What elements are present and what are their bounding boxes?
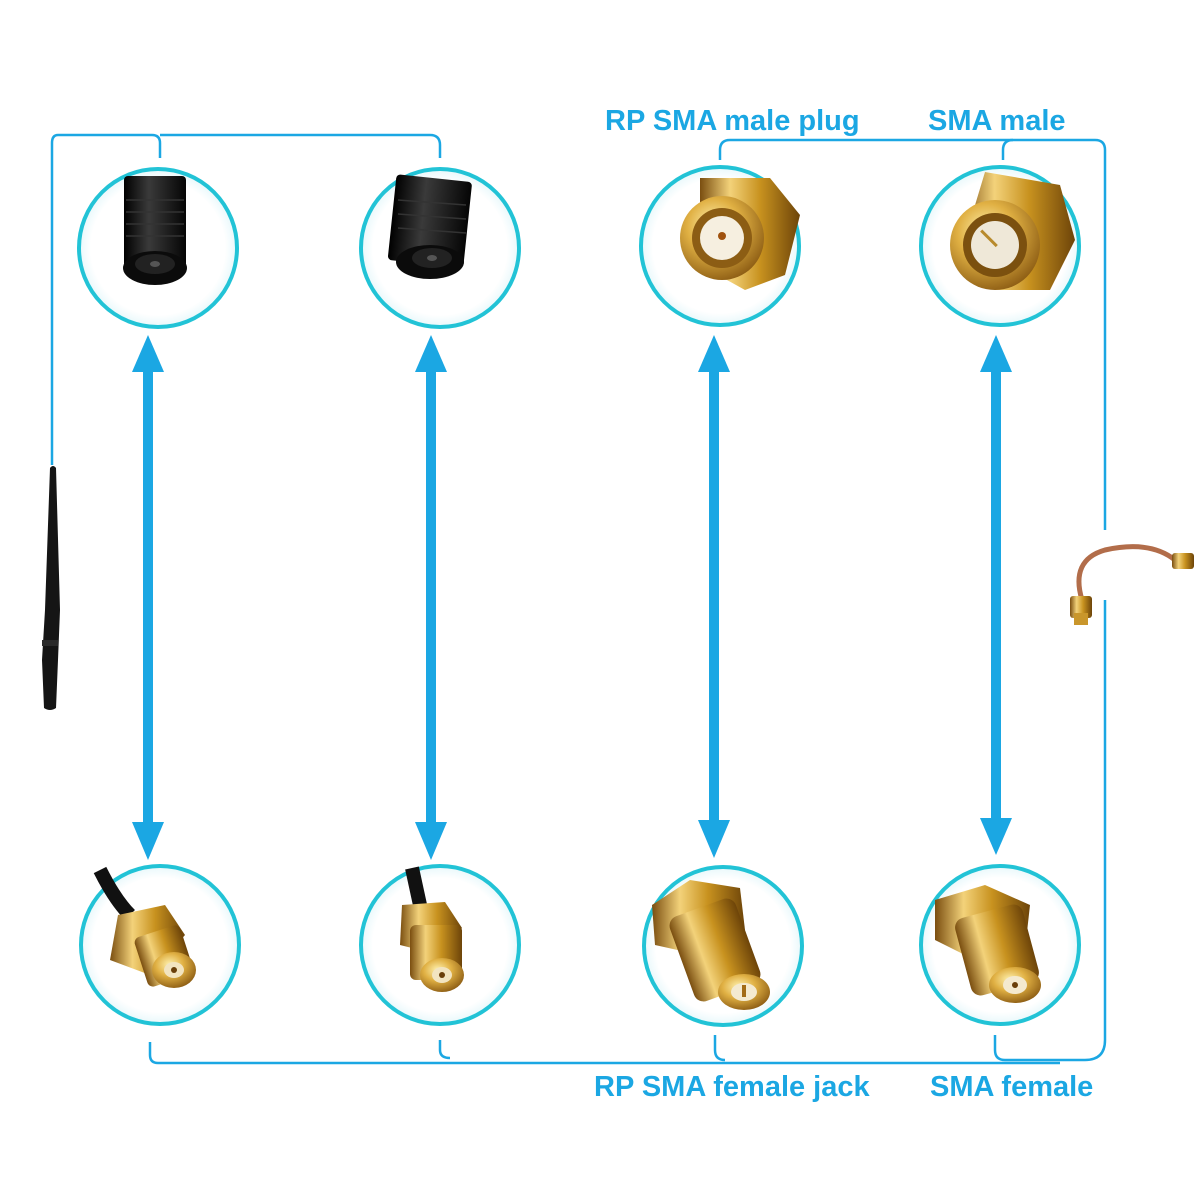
double-arrow-icon-2 bbox=[415, 335, 447, 860]
double-arrow-icon-1 bbox=[132, 335, 164, 860]
label-sma-male: SMA male bbox=[928, 105, 1066, 137]
top-left-bracket-line bbox=[50, 133, 162, 465]
sma-female-photo bbox=[919, 864, 1081, 1026]
double-arrow-icon-3 bbox=[698, 335, 730, 858]
rp-sma-female-jack-photo bbox=[642, 865, 804, 1027]
right-bracket-line bbox=[993, 600, 1107, 1062]
bottom-mid-tick-line bbox=[438, 1040, 451, 1060]
pigtail-cable-icon bbox=[1070, 544, 1194, 625]
rp-sma-female-photo-2 bbox=[359, 864, 521, 1026]
label-rp-sma-male-plug: RP SMA male plug bbox=[605, 105, 860, 137]
antenna-icon bbox=[42, 466, 60, 710]
label-rp-sma-female-jack: RP SMA female jack bbox=[594, 1071, 870, 1103]
double-arrow-icon-4 bbox=[980, 335, 1012, 855]
rp-female-tick-line bbox=[713, 1035, 726, 1062]
label-sma-female: SMA female bbox=[930, 1071, 1094, 1103]
top-right-bracket-line bbox=[718, 138, 1107, 530]
top-middle-bracket-line bbox=[160, 133, 442, 158]
antenna-connector-photo-1 bbox=[77, 167, 239, 329]
rp-sma-female-photo-1 bbox=[79, 864, 241, 1026]
rp-sma-male-plug-photo bbox=[639, 165, 801, 327]
sma-male-photo bbox=[919, 165, 1081, 327]
bracket-lines bbox=[50, 133, 1107, 1065]
antenna-connector-photo-2 bbox=[359, 167, 521, 329]
bottom-left-bracket-line bbox=[148, 1042, 1060, 1065]
double-arrow-icons bbox=[132, 335, 1012, 860]
sma-male-tick-line bbox=[1001, 138, 1014, 160]
